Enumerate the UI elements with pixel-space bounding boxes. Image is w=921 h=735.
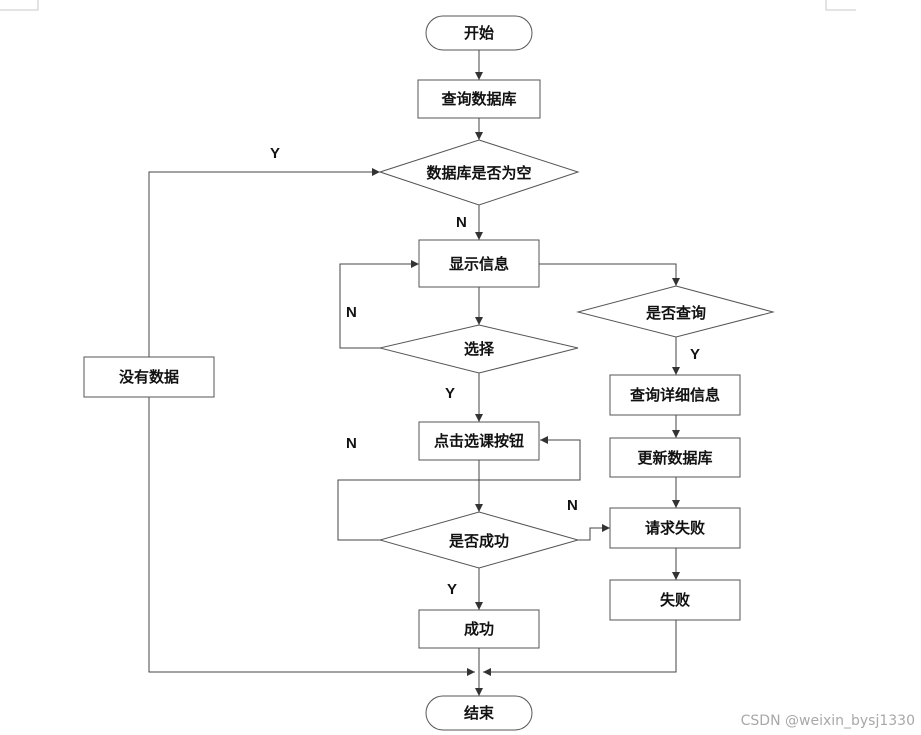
node-update-db: 更新数据库: [609, 437, 741, 478]
node-no-data: 没有数据: [83, 356, 215, 398]
node-end: 结束: [425, 695, 533, 731]
node-is-query-label: 是否查询: [645, 304, 706, 322]
label-isquery-yes: Y: [690, 346, 700, 363]
edge-dbempty-nodata-up: [148, 168, 380, 357]
node-fail: 失败: [609, 579, 741, 621]
label-choose-no: N: [346, 304, 357, 321]
node-start-label: 开始: [464, 24, 494, 42]
node-query-detail-label: 查询详细信息: [630, 386, 720, 404]
node-click-select-label: 点击选课按钮: [434, 432, 524, 450]
watermark: CSDN @weixin_bysj1330: [740, 713, 915, 729]
edge-check-loop-left: [337, 479, 479, 541]
node-is-query: 是否查询: [576, 285, 775, 338]
node-choose-label: 选择: [464, 340, 495, 358]
node-success: 成功: [418, 609, 540, 649]
edge-choose-loop: [339, 260, 419, 349]
node-query-detail: 查询详细信息: [609, 374, 741, 416]
node-click-select: 点击选课按钮: [418, 421, 540, 461]
node-success-label: 成功: [464, 620, 494, 638]
edge-nodata-end: [148, 397, 475, 676]
edge-show-isquery: [539, 263, 680, 286]
node-no-data-label: 没有数据: [119, 368, 179, 386]
node-show-info: 显示信息: [418, 239, 540, 288]
label-dbempty-no: N: [456, 214, 467, 231]
node-fail-label: 失败: [660, 591, 690, 609]
edge-check-fail: [578, 524, 610, 541]
edge-fail-end: [483, 620, 677, 676]
node-show-info-label: 显示信息: [449, 255, 509, 273]
label-dbempty-yes: Y: [270, 145, 280, 162]
node-success-check: 是否成功: [378, 511, 580, 569]
node-query-db: 查询数据库: [417, 79, 541, 119]
corner-mark-right: [825, 0, 856, 11]
node-success-check-label: 是否成功: [448, 532, 509, 550]
node-db-empty: 数据库是否为空: [378, 139, 580, 206]
corner-mark-left: [0, 0, 39, 11]
label-check-yes: Y: [447, 581, 457, 598]
label-choose-yes: Y: [445, 385, 455, 402]
node-query-db-label: 查询数据库: [441, 90, 516, 108]
label-check-fail-no: N: [567, 497, 578, 514]
node-request-fail: 请求失败: [609, 507, 741, 549]
node-update-db-label: 更新数据库: [637, 449, 712, 467]
node-start: 开始: [425, 15, 533, 51]
node-choose: 选择: [379, 324, 579, 374]
node-db-empty-label: 数据库是否为空: [426, 164, 531, 182]
edge-check-loop-right: [479, 436, 581, 481]
node-request-fail-label: 请求失败: [645, 519, 705, 537]
edges: [148, 50, 680, 696]
node-end-label: 结束: [464, 704, 495, 722]
label-check-loop-no: N: [346, 435, 357, 452]
